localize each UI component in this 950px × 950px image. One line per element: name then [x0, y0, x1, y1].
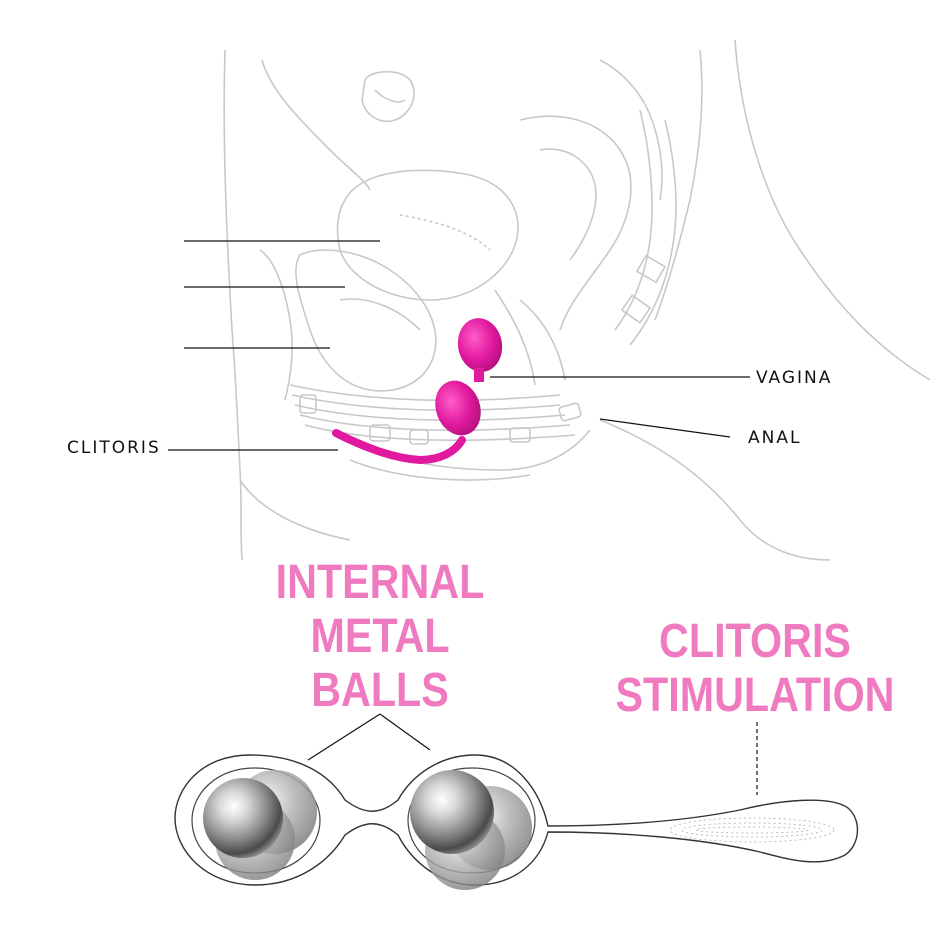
metal-ball-right — [410, 770, 494, 854]
callout-line: BALLS — [311, 664, 449, 717]
callout-line: STIMULATION — [615, 669, 895, 722]
callout-clitoris-stimulation: CLITORIS STIMULATION — [613, 615, 897, 723]
callout-internal-metal-balls: INTERNAL METAL BALLS — [273, 556, 488, 718]
product-ball-lower — [435, 380, 481, 436]
product-cross-section — [174, 754, 859, 890]
metal-ball-left — [203, 778, 283, 858]
label-clitoris: CLITORIS — [67, 438, 161, 458]
product-ball-upper — [457, 318, 503, 372]
stimulation-texture — [669, 817, 835, 843]
label-anal: ANAL — [748, 428, 802, 448]
label-vagina: VAGINA — [756, 368, 833, 388]
product-in-body — [332, 318, 503, 465]
callout-line: CLITORIS — [659, 615, 851, 668]
product-tail — [332, 429, 466, 465]
callout-line: METAL — [310, 610, 450, 663]
leader-lines — [168, 240, 758, 795]
callout-line: INTERNAL — [275, 556, 485, 609]
anatomy-line-art — [223, 39, 931, 561]
